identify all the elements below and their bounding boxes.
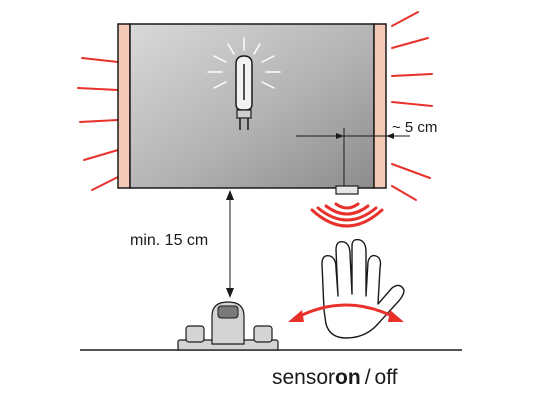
sensor-caption-separator: / <box>365 366 371 389</box>
motion-sensor-icon <box>335 185 359 195</box>
min-height-dimension <box>226 190 234 298</box>
distance-label: ~ 5 cm <box>392 119 437 136</box>
left-glow-rays <box>77 57 121 191</box>
halogen-bulb-icon <box>207 37 281 130</box>
distance-dimension <box>296 128 410 188</box>
sensor-signal-waves <box>310 202 384 228</box>
hand-icon <box>321 238 405 339</box>
sensor-caption: sensoron/off <box>272 366 398 389</box>
right-glow-rays <box>391 11 433 201</box>
left-side-light-strip <box>117 23 131 189</box>
faucet-icon <box>177 301 279 351</box>
min-height-label: min. 15 cm <box>130 232 208 249</box>
sensor-caption-on: on <box>335 366 361 389</box>
sensor-caption-prefix: sensor <box>272 366 335 389</box>
right-side-light-strip <box>373 23 387 189</box>
wave-gesture-arrow <box>288 303 404 322</box>
sensor-caption-off: off <box>375 366 398 389</box>
